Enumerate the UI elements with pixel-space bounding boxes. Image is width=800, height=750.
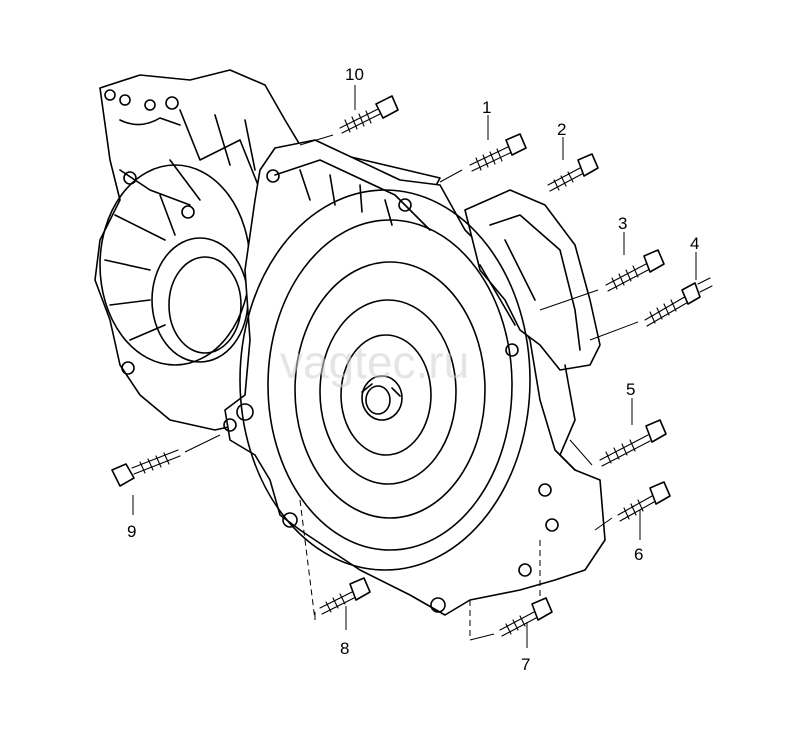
- bolt-3[interactable]: [539, 232, 665, 311]
- callout-8: 8: [340, 639, 349, 658]
- bolt-2[interactable]: [547, 137, 599, 192]
- bolt-7[interactable]: [469, 597, 553, 648]
- callout-9: 9: [127, 522, 136, 541]
- callout-2: 2: [557, 120, 566, 139]
- callout-7: 7: [521, 655, 530, 674]
- bolt-6[interactable]: [594, 481, 671, 540]
- callout-5: 5: [626, 380, 635, 399]
- bolt-8[interactable]: [314, 577, 371, 630]
- bolt-1[interactable]: [439, 115, 527, 183]
- bolt-10[interactable]: [299, 85, 399, 146]
- watermark-text: vagtec.ru: [280, 336, 469, 388]
- bolt-5[interactable]: [569, 398, 667, 467]
- converter-housing: [223, 139, 606, 640]
- callout-3: 3: [618, 214, 627, 233]
- callout-10: 10: [345, 65, 364, 84]
- bolt-4[interactable]: [589, 252, 713, 341]
- bolt-9[interactable]: [111, 434, 221, 515]
- callout-1: 1: [482, 98, 491, 117]
- callout-4: 4: [690, 234, 699, 253]
- callout-6: 6: [634, 545, 643, 564]
